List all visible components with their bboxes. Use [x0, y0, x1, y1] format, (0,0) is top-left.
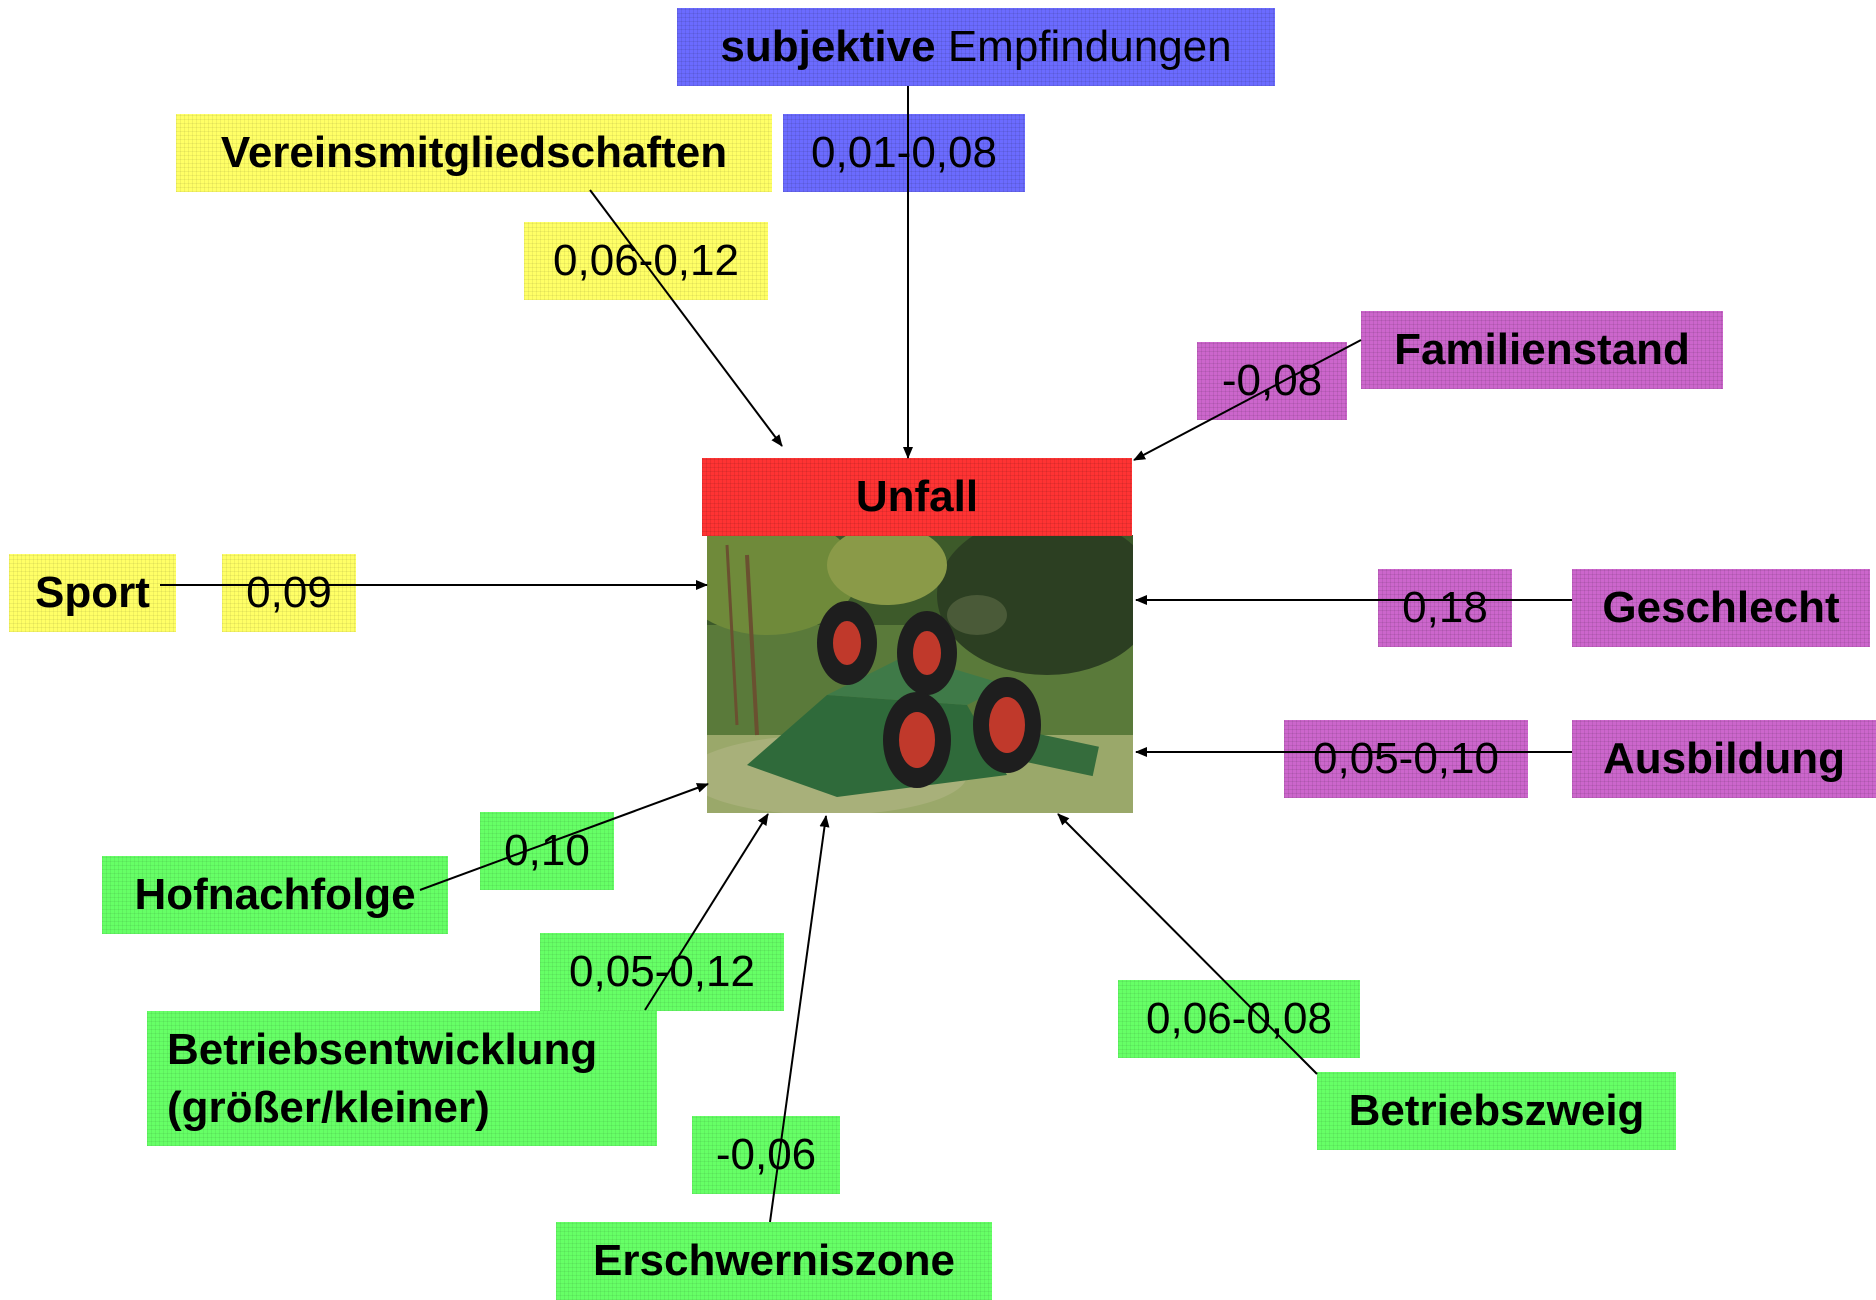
sport-value: 0,09: [246, 567, 332, 617]
ausbildung-label-box: Ausbildung: [1572, 720, 1876, 798]
unfall-title: Unfall: [855, 471, 979, 521]
subjektive-label-box: subjektive Empfindungen: [677, 8, 1275, 86]
subjektive-value-box: 0,01-0,08: [783, 114, 1025, 192]
hofnachfolge-label-box: Hofnachfolge: [102, 856, 448, 934]
betriebszweig-value-box: 0,06-0,08: [1118, 980, 1360, 1058]
erschwerniszone-label: Erschwerniszone: [593, 1235, 955, 1285]
familienstand-value: -0,08: [1221, 355, 1323, 405]
verein-value-box: 0,06-0,12: [524, 222, 768, 300]
unfall-header: Unfall: [702, 458, 1132, 536]
tractor-accident-photo: [707, 535, 1133, 813]
verein-label-box: Vereinsmitgliedschaften: [176, 114, 772, 192]
geschlecht-label: Geschlecht: [1602, 582, 1840, 632]
geschlecht-value: 0,18: [1402, 582, 1488, 632]
sport-label: Sport: [35, 567, 150, 617]
betriebsentwicklung-label-line2: (größer/kleiner): [167, 1082, 490, 1132]
verein-label: Vereinsmitgliedschaften: [220, 127, 728, 177]
verein-value: 0,06-0,12: [553, 235, 739, 285]
sport-label-box: Sport: [9, 554, 176, 632]
hofnachfolge-value-box: 0,10: [480, 812, 614, 890]
ausbildung-value: 0,05-0,10: [1313, 733, 1499, 783]
sport-value-box: 0,09: [222, 554, 356, 632]
ausbildung-label: Ausbildung: [1603, 733, 1845, 783]
betriebsentwicklung-value: 0,05-0,12: [569, 946, 755, 996]
geschlecht-value-box: 0,18: [1378, 569, 1512, 647]
familienstand-label: Familienstand: [1394, 324, 1690, 374]
subjektive-value: 0,01-0,08: [811, 127, 997, 177]
betriebsentwicklung-value-box: 0,05-0,12: [540, 933, 784, 1011]
betriebszweig-value: 0,06-0,08: [1146, 993, 1332, 1043]
familienstand-label-box: Familienstand: [1361, 311, 1723, 389]
betriebsentwicklung-label-box: Betriebsentwicklung (größer/kleiner): [147, 1011, 657, 1146]
betriebsentwicklung-label-line1: Betriebsentwicklung: [167, 1025, 598, 1075]
betriebszweig-label: Betriebszweig: [1348, 1085, 1645, 1135]
geschlecht-label-box: Geschlecht: [1572, 569, 1870, 647]
ausbildung-value-box: 0,05-0,10: [1284, 720, 1528, 798]
subjektive-label: subjektive Empfindungen: [720, 21, 1232, 71]
erschwerniszone-value: -0,06: [715, 1129, 817, 1179]
familienstand-value-box: -0,08: [1197, 342, 1347, 420]
erschwerniszone-label-box: Erschwerniszone: [556, 1222, 992, 1300]
hofnachfolge-value: 0,10: [504, 825, 590, 875]
erschwerniszone-value-box: -0,06: [692, 1116, 840, 1194]
hofnachfolge-label: Hofnachfolge: [134, 869, 416, 919]
betriebszweig-label-box: Betriebszweig: [1317, 1072, 1676, 1150]
